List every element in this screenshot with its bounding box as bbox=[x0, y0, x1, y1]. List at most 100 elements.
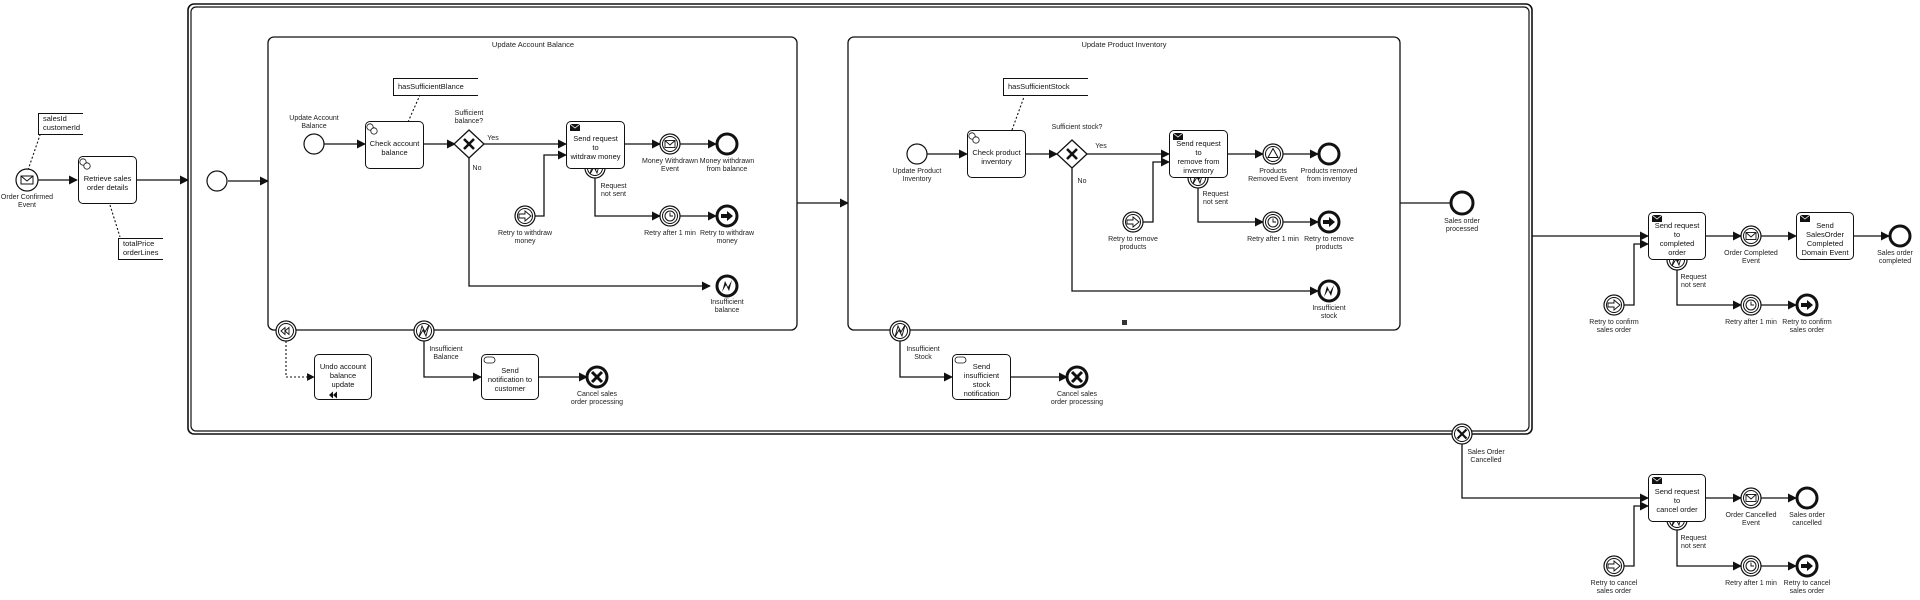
task-retrieve-sales-order[interactable]: Retrieve sales order details bbox=[78, 156, 137, 204]
task-withdraw-money[interactable]: Send request to witdraw money bbox=[566, 121, 625, 169]
retry-timer-event-4-inner bbox=[1743, 558, 1759, 574]
envelope-icon bbox=[664, 140, 676, 148]
flow-i-not-sent bbox=[1197, 188, 1264, 227]
products-removed-end-event[interactable] bbox=[1317, 142, 1341, 166]
label-retry-remove-end: Retry to remove products bbox=[1304, 236, 1354, 251]
task-label: Undo account balance update bbox=[319, 361, 367, 389]
envelope-flap bbox=[20, 175, 34, 182]
task-send-notification[interactable]: Send notification to customer bbox=[481, 354, 539, 400]
sales-cancelled-boundary-inner bbox=[1454, 426, 1470, 442]
label-req-not-sent-2: Request not sent bbox=[1202, 191, 1229, 206]
label-insufficient-balance: Insufficient balance bbox=[710, 299, 744, 314]
label-retry-after-2: Retry after 1 min bbox=[1247, 236, 1299, 243]
retry-cancel-event-inner bbox=[1606, 558, 1622, 574]
label-insufficient-balance-boundary: Insufficient Balance bbox=[429, 346, 463, 361]
task-complete-order[interactable]: Send request to completed order bbox=[1648, 212, 1706, 260]
retry-confirm-event-inner bbox=[1606, 297, 1622, 313]
arrow-right-icon bbox=[518, 210, 532, 222]
flow-b-retry-withdraw bbox=[535, 150, 567, 217]
money-withdrawn-event-inner bbox=[662, 136, 678, 152]
flow-retry-cancel bbox=[1624, 501, 1649, 567]
label-sales-processed: Sales order processed bbox=[1444, 218, 1480, 233]
label-retry-withdraw-end: Retry to withdraw money bbox=[699, 230, 755, 245]
arrow-right-icon bbox=[1801, 561, 1813, 571]
label-balance-gateway: Sufficient balance? bbox=[454, 110, 484, 125]
clock-hands bbox=[1750, 562, 1754, 567]
flow-complete-not-sent bbox=[1676, 270, 1742, 310]
arrow-right-icon bbox=[1607, 299, 1621, 311]
retry-timer-event-3-inner bbox=[1743, 297, 1759, 313]
envelope-flap bbox=[1745, 494, 1757, 500]
task-undo-balance-update[interactable]: Undo account balance update bbox=[314, 354, 372, 400]
label-retry-confirm-end: Retry to confirm sales order bbox=[1782, 319, 1832, 334]
task-send-domain-event[interactable]: Send SalesOrder Completed Domain Event bbox=[1796, 212, 1854, 260]
label-retry-cancel-end: Retry to cancel sales order bbox=[1783, 580, 1831, 595]
flow-i-gw-no bbox=[1071, 168, 1319, 296]
sales-completed-end-event[interactable] bbox=[1888, 224, 1912, 248]
label-req-not-sent-3: Request not sent bbox=[1680, 274, 1707, 289]
rewind-icon bbox=[280, 326, 290, 336]
order-completed-event-inner bbox=[1743, 228, 1759, 244]
flow-cancelled-boundary bbox=[1461, 444, 1649, 503]
transaction-subprocess[interactable] bbox=[187, 3, 1533, 435]
task-label: Send request to witdraw money bbox=[570, 134, 621, 161]
order-cancelled-event-inner bbox=[1743, 490, 1759, 506]
label-products-removed-event: Products Removed Event bbox=[1248, 168, 1298, 183]
task-cancel-order[interactable]: Send request to cancel order bbox=[1648, 474, 1706, 522]
annotation-sales-fields: salesId customerId bbox=[38, 113, 83, 135]
task-send-stock-notification[interactable]: Send insufficient stock notification bbox=[952, 354, 1011, 400]
sales-processed-end-event[interactable] bbox=[1449, 190, 1475, 216]
label-req-not-sent-1: Request not sent bbox=[600, 183, 627, 198]
task-label: Check product inventory bbox=[972, 147, 1021, 166]
exclusive-x-icon bbox=[1066, 148, 1078, 160]
label-balance-yes: Yes bbox=[487, 135, 499, 142]
envelope-flap bbox=[664, 140, 676, 146]
subprocess-title-balance: Update Account Balance bbox=[491, 40, 575, 49]
label-cancel-processing-1: Cancel sales order processing bbox=[570, 391, 624, 406]
sales-cancelled-end-event[interactable] bbox=[1795, 486, 1819, 510]
retry-remove-event-inner bbox=[1125, 214, 1141, 230]
arrow-right-icon bbox=[1323, 217, 1335, 227]
label-stock-gateway: Sufficient stock? bbox=[1051, 124, 1103, 131]
update-inventory-start-event[interactable] bbox=[906, 143, 928, 165]
association-stock-var bbox=[1011, 96, 1025, 131]
label-order-confirmed: Order Confirmed Event bbox=[0, 194, 54, 209]
error-icon bbox=[722, 280, 732, 292]
task-remove-from-inventory[interactable]: Send request to remove from inventory bbox=[1169, 130, 1228, 178]
order-confirmed-start-event[interactable] bbox=[15, 168, 39, 192]
clock-hands bbox=[1272, 218, 1276, 223]
label-balance-no: No bbox=[472, 165, 482, 172]
label-retry-after-4: Retry after 1 min bbox=[1725, 580, 1777, 587]
money-withdrawn-end-event[interactable] bbox=[715, 132, 739, 156]
update-balance-start-event[interactable] bbox=[303, 133, 325, 155]
flow-b-gw-no bbox=[468, 158, 711, 291]
task-label: Send notification to customer bbox=[487, 366, 533, 393]
subprocess-update-product-inventory[interactable] bbox=[847, 36, 1401, 331]
task-check-account-balance[interactable]: Check account balance bbox=[365, 121, 424, 169]
exclusive-x-icon bbox=[463, 138, 475, 150]
label-sales-cancelled-end: Sales order cancelled bbox=[1789, 512, 1825, 527]
label-cancel-processing-2: Cancel sales order processing bbox=[1050, 391, 1104, 406]
task-label: Send request to cancel order bbox=[1654, 487, 1700, 514]
annotation-stock-var: hasSufficientStock bbox=[1003, 78, 1088, 96]
arrow-right-icon bbox=[721, 211, 733, 221]
cancel-icon bbox=[1070, 370, 1084, 384]
retry-timer-event-2-inner bbox=[1265, 214, 1281, 230]
flow-b-not-sent bbox=[594, 178, 661, 221]
task-label: Send request to completed order bbox=[1654, 220, 1700, 257]
label-stock-no: No bbox=[1077, 178, 1087, 185]
arrow-right-icon bbox=[1801, 300, 1813, 310]
retry-timer-event-1-inner bbox=[662, 208, 678, 224]
envelope-icon bbox=[1745, 494, 1757, 502]
association-price-fields bbox=[109, 204, 121, 238]
transaction-start-event[interactable] bbox=[206, 170, 228, 192]
label-retry-after-3: Retry after 1 min bbox=[1725, 319, 1777, 326]
association-balance-var bbox=[407, 94, 421, 123]
label-insufficient-stock-boundary: Insufficient Stock bbox=[906, 346, 940, 361]
products-removed-event-inner bbox=[1265, 146, 1281, 162]
label-money-withdrawn-end: Money withdrawn from balance bbox=[699, 158, 755, 173]
task-label: Check account balance bbox=[369, 138, 420, 157]
envelope-icon bbox=[20, 175, 34, 185]
task-check-product-inventory[interactable]: Check product inventory bbox=[967, 130, 1026, 178]
